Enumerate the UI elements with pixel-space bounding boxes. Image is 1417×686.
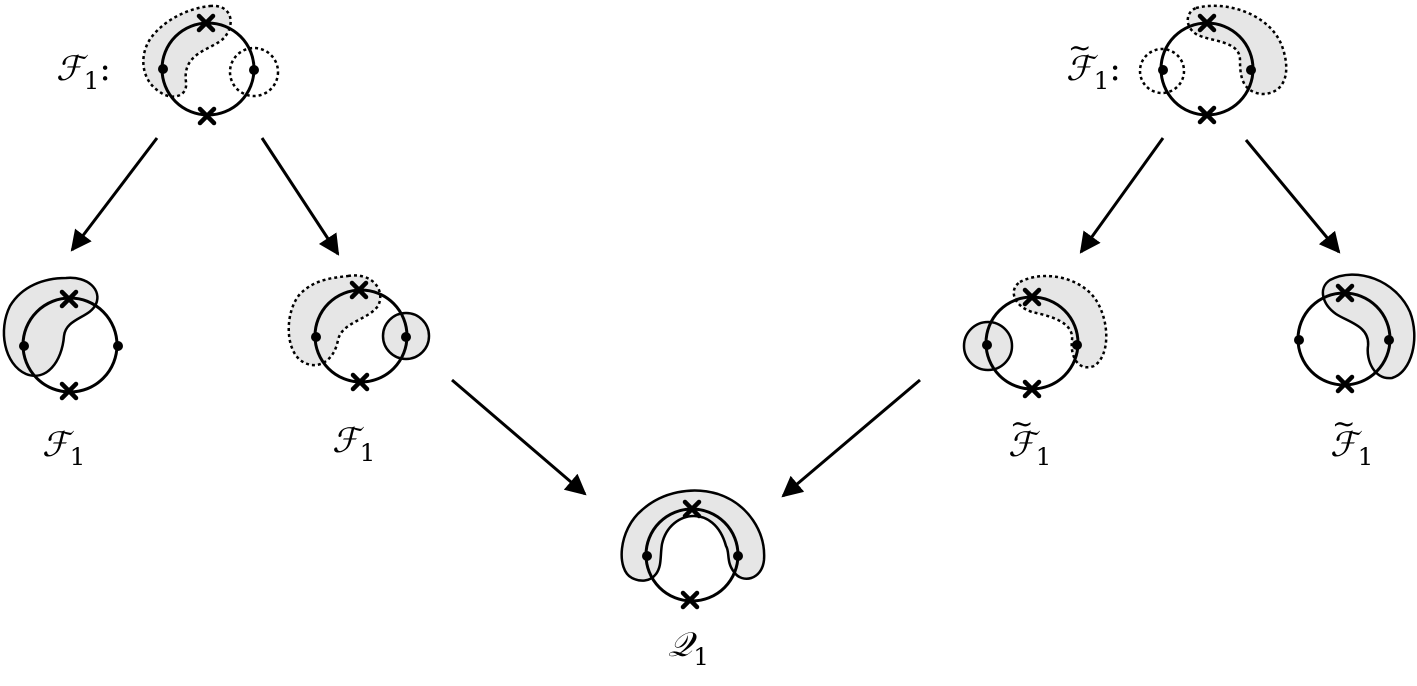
arrows <box>70 137 1341 498</box>
arrow-top-left-to-mid-1 <box>70 137 159 252</box>
dot-vertex-right <box>113 341 123 351</box>
dot-vertex-left <box>311 332 321 342</box>
mid-graph-3 <box>962 274 1108 396</box>
arrow-mid-3-to-bottom <box>781 378 921 498</box>
label-subscript: 1 <box>83 65 100 95</box>
shaded-region-arch <box>620 489 766 582</box>
dot-vertex-left <box>642 551 652 561</box>
label-symbol: ℱ <box>1330 425 1357 465</box>
dot-vertex-right <box>1246 65 1256 75</box>
label-symbol: ℱ <box>1008 425 1035 465</box>
dot-vertex-right <box>1072 340 1082 350</box>
arrow-top-right-to-mid-4 <box>1244 139 1341 254</box>
dot-vertex-left <box>1294 335 1304 345</box>
shaded-region <box>2 276 99 377</box>
tilde-accent: ~ <box>1068 31 1092 64</box>
label-subscript: 1 <box>359 437 376 467</box>
label-mid-3: ~ℱ1 <box>1008 410 1051 469</box>
label-subscript: 1 <box>1357 441 1374 471</box>
label-symbol: ℱ <box>332 421 359 461</box>
label-subscript: 1 <box>1035 441 1052 471</box>
shaded-region <box>1321 273 1416 380</box>
label-mid-4: ~ℱ1 <box>1330 410 1373 469</box>
top-right-graph <box>1138 4 1288 122</box>
label-bottom: 𝒬1 <box>668 625 709 668</box>
arrow-top-left-to-mid-2 <box>260 137 340 256</box>
label-subscript: 1 <box>69 441 86 471</box>
label-mid-1: ℱ1 <box>42 425 85 468</box>
mid-graph-1 <box>2 276 123 398</box>
label-symbol: 𝒬 <box>668 625 693 665</box>
label-symbol: ℱ <box>56 49 83 89</box>
bottom-graph <box>620 489 766 607</box>
arrow-top-right-to-mid-3 <box>1079 137 1165 254</box>
label-subscript: 1 <box>1093 65 1110 95</box>
dot-vertex-right <box>249 65 259 75</box>
mid-graph-4 <box>1294 273 1416 391</box>
dot-vertex-left <box>19 341 29 351</box>
dot-vertex-left <box>158 64 168 74</box>
label-top-right: ~ℱ1: <box>1066 34 1121 93</box>
shaded-region-small <box>1138 47 1186 95</box>
tilde-accent: ~ <box>1332 407 1356 440</box>
dot-vertex-left <box>1158 65 1168 75</box>
dot-vertex-left <box>982 340 992 350</box>
label-symbol: ℱ <box>1066 49 1093 89</box>
top-left-graph <box>142 4 280 123</box>
label-colon: : <box>99 49 111 89</box>
label-colon: : <box>1109 49 1121 89</box>
shaded-region-small <box>228 46 280 98</box>
arrow-mid-2-to-bottom <box>451 378 587 496</box>
label-mid-2: ℱ1 <box>332 421 375 464</box>
dot-vertex-right <box>733 551 743 561</box>
tilde-accent: ~ <box>1010 407 1034 440</box>
dot-vertex-right <box>1384 335 1394 345</box>
mid-graph-2 <box>287 274 431 389</box>
dot-vertex-right <box>401 332 411 342</box>
label-top-left: ℱ1: <box>56 49 111 92</box>
shaded-region-large <box>142 4 232 98</box>
label-subscript: 1 <box>693 641 709 671</box>
label-symbol: ℱ <box>42 425 69 465</box>
